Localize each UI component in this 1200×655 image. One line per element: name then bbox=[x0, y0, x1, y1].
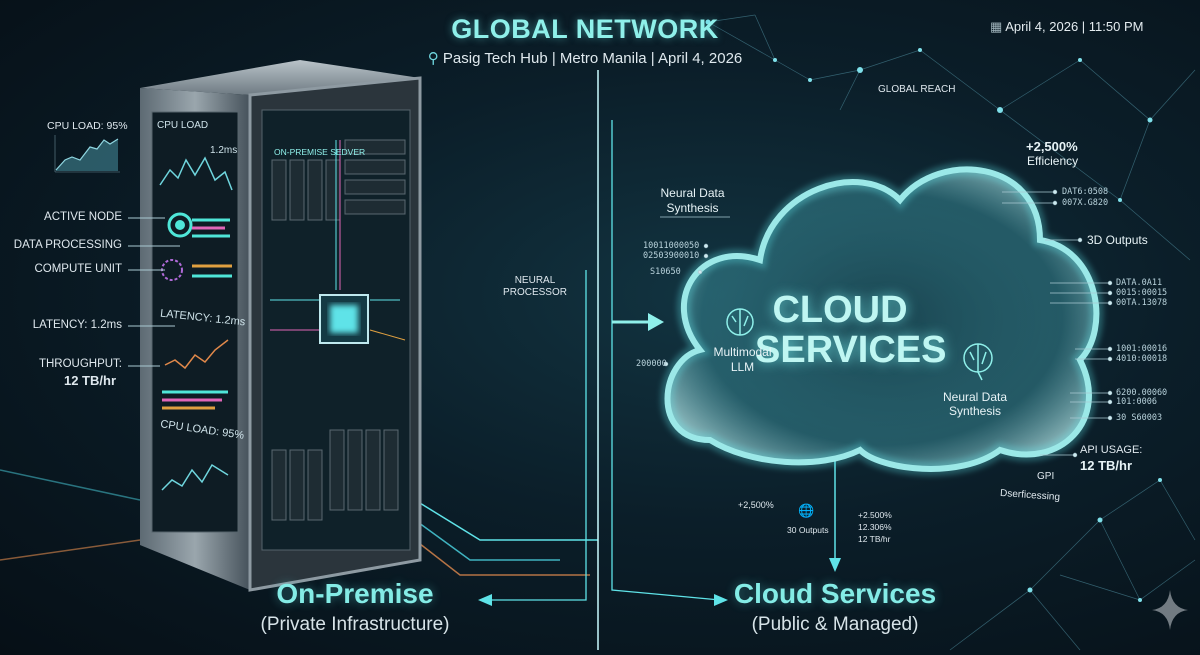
network-nodes bbox=[705, 19, 1162, 602]
cloud-services-subtitle: (Public & Managed) bbox=[751, 614, 919, 635]
code-line: S10650 bbox=[650, 267, 681, 277]
throughput-label: THROUGHPUT: bbox=[38, 358, 122, 370]
cloud-title-line2: SERVICES bbox=[755, 329, 947, 371]
cloud-services-title: Cloud Services bbox=[733, 578, 937, 609]
code-line: 0015:00015 bbox=[1116, 288, 1168, 298]
chip-icon bbox=[330, 305, 358, 333]
compute-unit-label: COMPUTE UNIT bbox=[34, 263, 122, 275]
cpu-mini-chart bbox=[54, 135, 120, 173]
active-node-label: ACTIVE NODE bbox=[44, 211, 122, 223]
outputs-label: 30 Outputs bbox=[787, 525, 829, 535]
server-name: ON-PREMISE SEDVER bbox=[274, 147, 366, 157]
bottom-pct: +2,500% bbox=[738, 500, 774, 510]
throughput-value: 12 TB/hr bbox=[63, 373, 116, 388]
arrow-to-onpremise-icon bbox=[478, 594, 492, 606]
efficiency-label: Efficiency bbox=[1027, 154, 1079, 168]
right-connectors bbox=[660, 189, 1113, 458]
code-line: 200000 bbox=[636, 359, 667, 369]
circuit-traces bbox=[0, 469, 598, 576]
code-line: 1001:00016 bbox=[1116, 344, 1168, 354]
code-line: 101:0006 bbox=[1116, 397, 1157, 407]
page-title: GLOBAL NETWORK bbox=[451, 14, 719, 44]
code-line: 02503900010 bbox=[643, 251, 700, 261]
efficiency-value: +2,500% bbox=[1026, 139, 1078, 154]
cpu-load-label: CPU LOAD: 95% bbox=[47, 120, 128, 132]
arrow-right-icon bbox=[648, 313, 664, 331]
sparkle-icon bbox=[1152, 590, 1188, 630]
stat-line: 12.306% bbox=[858, 522, 892, 532]
calendar-icon: ▦ bbox=[990, 19, 1006, 34]
network-mesh bbox=[707, 14, 1196, 651]
datetime: ▦ April 4, 2026 | 11:50 PM bbox=[990, 19, 1143, 35]
multimodal-llm-label: Multimodal LLM bbox=[713, 345, 772, 374]
brain-icon bbox=[726, 308, 754, 336]
neural-data-synthesis-left: Neural Data Synthesis bbox=[660, 186, 725, 215]
onpremise-title: On-Premise bbox=[276, 578, 434, 609]
onpremise-subtitle: (Private Infrastructure) bbox=[260, 614, 450, 635]
cloud-title-line1: CLOUD bbox=[772, 289, 908, 331]
code-line: 00TA.13078 bbox=[1116, 298, 1168, 308]
code-line: 6200.00060 bbox=[1116, 388, 1168, 398]
subtitle: ⚲ Pasig Tech Hub | Metro Manila | April … bbox=[0, 49, 1170, 67]
label-connectors bbox=[128, 217, 180, 367]
subtitle-text: Pasig Tech Hub | Metro Manila | April 4,… bbox=[442, 50, 743, 67]
panel-cpu-load: CPU LOAD bbox=[157, 120, 209, 131]
latency-label: LATENCY: 1.2ms bbox=[32, 319, 122, 331]
map-pin-icon: ⚲ bbox=[427, 50, 443, 67]
code-line: 30 S60003 bbox=[1116, 413, 1163, 423]
code-line: DAT6:0508 bbox=[1062, 187, 1109, 197]
arrow-to-cloud-icon bbox=[714, 594, 728, 606]
stat-line: +2.500% bbox=[858, 510, 892, 520]
datetime-text: April 4, 2026 | 11:50 PM bbox=[1005, 19, 1144, 34]
globe-icon: 🌐 bbox=[798, 503, 815, 518]
data-processing-label: DATA PROCESSING bbox=[13, 239, 122, 251]
stat-line: 12 TB/hr bbox=[858, 534, 891, 544]
code-line: 4010:00018 bbox=[1116, 354, 1168, 364]
neural-processor-label: NEURAL PROCESSOR bbox=[503, 275, 567, 298]
server-rack-illustration bbox=[140, 60, 422, 592]
api-usage-label: API USAGE: bbox=[1080, 444, 1143, 456]
3d-outputs-label: 3D Outputs bbox=[1087, 233, 1148, 247]
cloud-illustration bbox=[660, 162, 1104, 476]
code-line: 10011000050 bbox=[643, 241, 700, 251]
global-reach-label: GLOBAL REACH bbox=[878, 84, 956, 95]
neural-data-synthesis-right: Neural Data Synthesis bbox=[942, 390, 1008, 418]
api-usage-value: 12 TB/hr bbox=[1080, 458, 1133, 473]
gpi-label: GPI bbox=[1037, 471, 1055, 482]
code-line: DATA.0A11 bbox=[1116, 278, 1163, 288]
brain-icon bbox=[963, 343, 993, 381]
panel-ms: 1.2ms bbox=[210, 145, 238, 156]
arrow-down-icon bbox=[829, 558, 841, 572]
code-line: 007X.G820 bbox=[1062, 198, 1109, 208]
